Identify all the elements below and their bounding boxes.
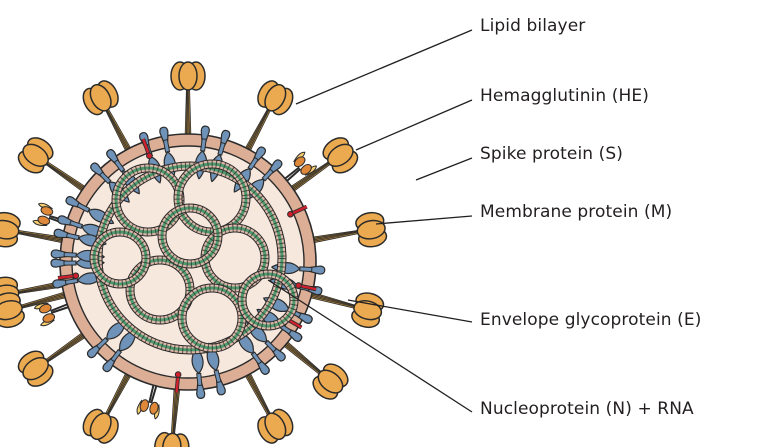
label-spike-protein: Spike protein (S) — [480, 144, 623, 164]
rna-coil — [177, 283, 247, 353]
spike-head-lobe — [22, 357, 49, 381]
rna-coil — [125, 255, 195, 325]
envelope-protein-e — [295, 282, 317, 292]
envelope-protein-e — [57, 272, 80, 280]
leader-line — [295, 29, 473, 105]
leader-line — [415, 157, 473, 181]
spike-head-lobe — [22, 143, 49, 167]
spike-head-lobe — [178, 61, 198, 91]
leader-lines — [267, 29, 473, 413]
spike-head-lobe — [327, 143, 354, 167]
label-membrane-protein: Membrane protein (M) — [480, 202, 673, 222]
rna-coil — [89, 227, 151, 289]
spike-protein — [17, 137, 102, 204]
membrane-protein-m — [206, 342, 226, 396]
spike-protein — [82, 80, 141, 169]
spike-protein — [0, 211, 83, 248]
nucleocapsid-rna — [89, 159, 299, 355]
leader-line — [375, 215, 473, 225]
spike-head-lobe — [0, 219, 20, 240]
rna-coil — [173, 159, 251, 237]
label-lipid-bilayer: Lipid bilayer — [480, 16, 586, 36]
spike-head-lobe — [264, 412, 287, 441]
spike-head-lobe — [264, 83, 287, 112]
spike-head-lobe — [356, 219, 386, 240]
envelope-protein-e — [174, 371, 182, 393]
spike-protein — [235, 80, 294, 169]
spike-head-lobe — [0, 299, 23, 321]
envelope-protein-e — [287, 204, 308, 218]
spike-head-lobe — [317, 369, 344, 394]
leader-line — [267, 279, 473, 413]
label-envelope-glycoprotein: Envelope glycoprotein (E) — [480, 310, 702, 330]
envelope-protein-e — [141, 138, 153, 160]
rna-coil — [237, 269, 299, 331]
rna-coil — [157, 203, 223, 269]
leader-line — [355, 99, 473, 151]
leader-line — [347, 299, 473, 323]
spike-head-lobe — [353, 299, 383, 321]
label-nucleoprotein-rna: Nucleoprotein (N) + RNA — [480, 399, 694, 419]
spike-head-lobe — [89, 412, 112, 441]
spike-head-lobe — [89, 83, 112, 112]
label-hemagglutinin: Hemagglutinin (HE) — [480, 86, 649, 106]
